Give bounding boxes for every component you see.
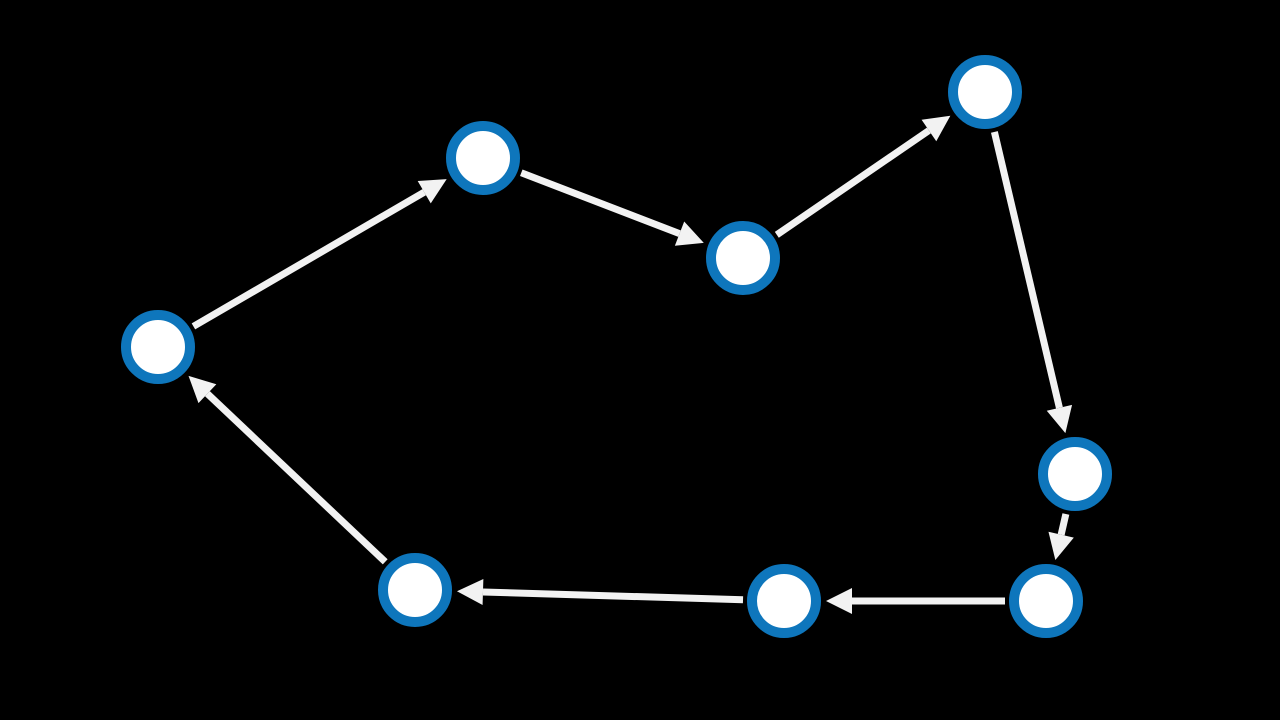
- graph-edge: [191, 179, 447, 330]
- graph-node[interactable]: [446, 121, 520, 195]
- graph-node[interactable]: [706, 221, 780, 295]
- graph-edge: [1048, 513, 1074, 561]
- graph-edge: [188, 375, 388, 565]
- edge-arrowhead-icon: [456, 579, 484, 606]
- edge-shaft: [990, 131, 1063, 409]
- graph-node[interactable]: [747, 564, 821, 638]
- graph-node[interactable]: [378, 553, 452, 627]
- node-ring[interactable]: [747, 564, 821, 638]
- node-ring[interactable]: [1038, 437, 1112, 511]
- edge-arrowhead-icon: [826, 588, 852, 614]
- node-ring[interactable]: [378, 553, 452, 627]
- graph-node[interactable]: [1009, 564, 1083, 638]
- node-ring[interactable]: [121, 310, 195, 384]
- edge-shaft: [774, 127, 931, 238]
- edge-arrowhead-icon: [417, 179, 447, 204]
- edge-shaft: [191, 189, 426, 330]
- graph-node[interactable]: [948, 55, 1022, 129]
- edge-arrowhead-icon: [1046, 404, 1073, 434]
- edge-arrowhead-icon: [1048, 531, 1074, 561]
- graph-node[interactable]: [121, 310, 195, 384]
- node-ring[interactable]: [706, 221, 780, 295]
- node-ring[interactable]: [446, 121, 520, 195]
- edge-shaft: [520, 169, 681, 237]
- edge-shaft: [1057, 513, 1070, 536]
- node-ring[interactable]: [1009, 564, 1083, 638]
- nodes-layer: [121, 55, 1112, 638]
- edge-shaft: [482, 588, 744, 604]
- graph-edge: [826, 588, 1005, 614]
- graph-edge: [990, 131, 1073, 434]
- graph-edge: [520, 169, 704, 246]
- node-ring[interactable]: [948, 55, 1022, 129]
- edge-arrowhead-icon: [921, 115, 951, 142]
- graph-edge: [774, 115, 951, 238]
- edge-shaft: [205, 391, 388, 565]
- edge-arrowhead-icon: [188, 375, 217, 404]
- graph-edge: [456, 579, 744, 606]
- edge-arrowhead-icon: [674, 221, 704, 246]
- edges-layer: [188, 115, 1074, 614]
- graph-node[interactable]: [1038, 437, 1112, 511]
